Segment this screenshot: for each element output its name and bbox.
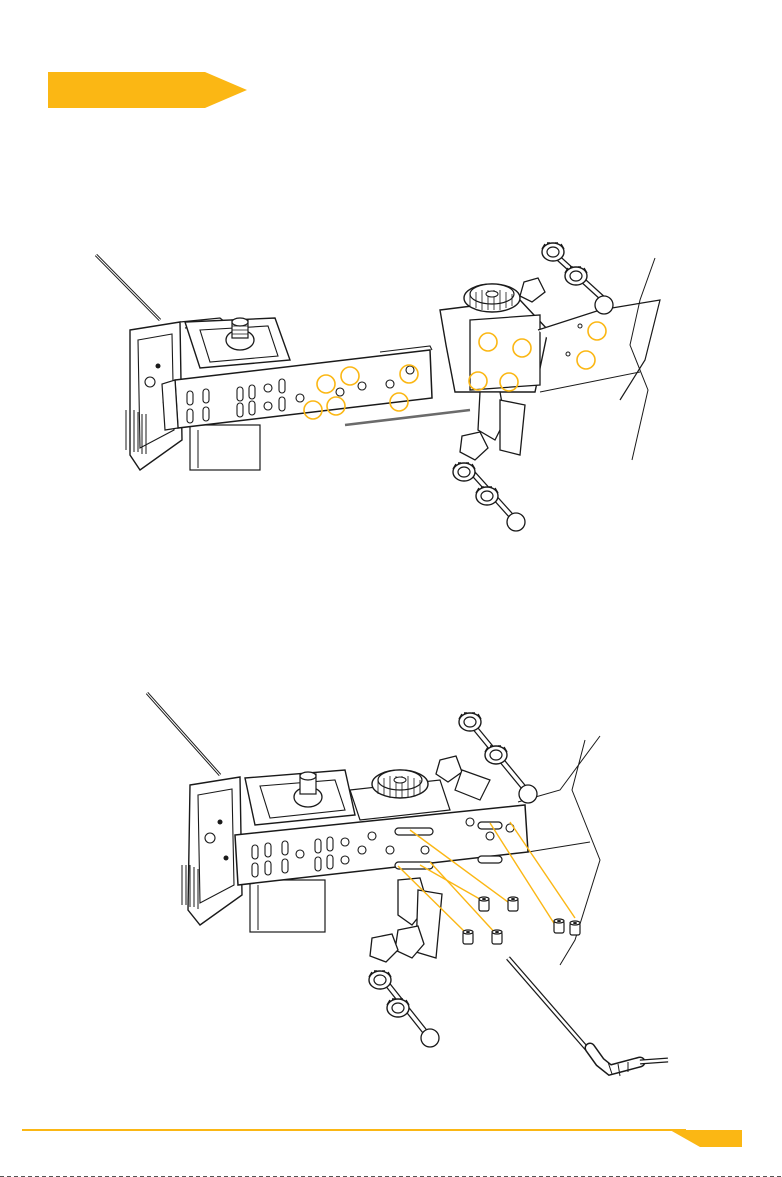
screw-6 (492, 930, 502, 944)
figure-2-screw-installation (147, 693, 668, 1076)
frame-curve-1 (538, 258, 660, 460)
screw-3 (570, 921, 580, 935)
figure-1-slider-alignment (96, 243, 660, 531)
screw-2 (508, 897, 518, 911)
mounting-screws (463, 897, 580, 944)
hex-key-icon (508, 958, 668, 1076)
screw-5 (463, 930, 473, 944)
screw-1 (479, 897, 489, 911)
top-knob-assembly-1 (520, 243, 613, 314)
antenna-rod-2 (147, 693, 220, 775)
top-knob-assembly-2 (436, 713, 537, 803)
pulley-housing-2 (245, 770, 355, 825)
antenna-rod-1 (96, 255, 160, 320)
footer (22, 1130, 742, 1147)
screw-4 (554, 919, 564, 933)
step-tab-label (48, 72, 220, 108)
page-number (690, 1130, 742, 1146)
carriage-pulley-2 (350, 770, 450, 820)
slide-direction-arrow (345, 410, 470, 425)
lower-bracket-2 (369, 878, 442, 1047)
pulley-housing-1 (185, 318, 290, 368)
lower-bracket-1 (453, 392, 525, 531)
